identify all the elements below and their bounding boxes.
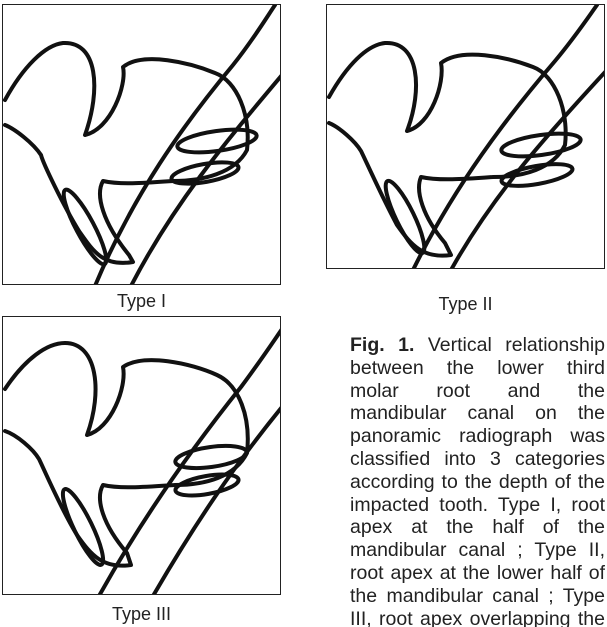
figure-caption: Fig. 1. Vertical relationship between th… (350, 334, 605, 627)
panel-type-2 (326, 4, 605, 269)
canal-line-inner (153, 407, 281, 595)
figure-number: Fig. 1. (350, 334, 414, 356)
caption-text: Vertical relationship between the lower … (350, 334, 605, 627)
canal-ring-lower (500, 160, 574, 190)
root-ellipse (57, 186, 112, 269)
tooth-canal-diagram-type-3 (3, 317, 281, 595)
panel-label-type-2: Type II (326, 294, 605, 315)
tooth-outline (329, 43, 566, 256)
panel-label-type-1: Type I (2, 291, 281, 312)
panel-type-1 (2, 4, 281, 285)
tooth-canal-diagram-type-1 (3, 5, 281, 285)
panel-type-3 (2, 316, 281, 595)
tooth-canal-diagram-type-2 (327, 5, 605, 269)
panel-label-type-3: Type III (2, 604, 281, 625)
canal-line-outer (413, 5, 597, 269)
root-ellipse (379, 177, 430, 257)
canal-line-inner (451, 71, 605, 269)
tooth-outline (5, 343, 248, 566)
